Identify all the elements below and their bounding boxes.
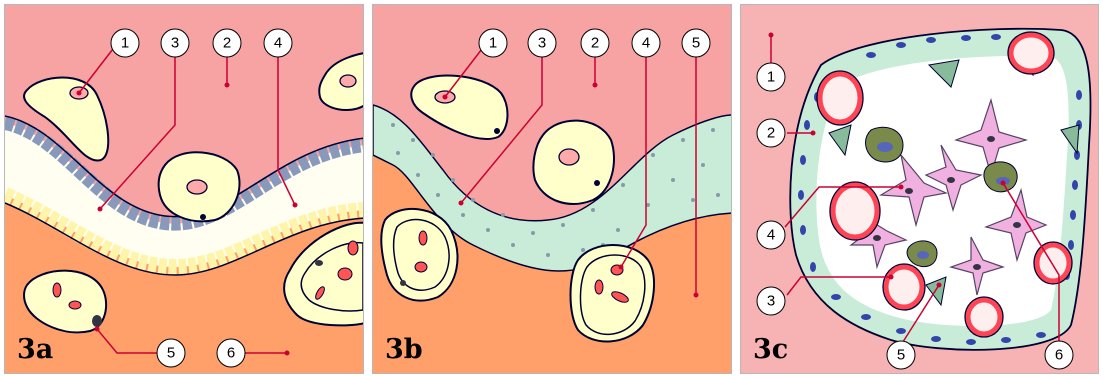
svg-text:3: 3: [767, 293, 775, 310]
callout-4: 4: [264, 29, 292, 57]
callout-6: 6: [1045, 341, 1073, 369]
callout-1: 1: [111, 29, 139, 57]
svg-text:1: 1: [767, 69, 775, 86]
panel-label-3a: 3a: [17, 334, 53, 365]
callout-3: 3: [757, 287, 785, 315]
callout-6: 6: [217, 339, 245, 367]
svg-text:1: 1: [121, 35, 129, 52]
callout-5: 5: [157, 339, 185, 367]
callout-3: 3: [528, 29, 556, 57]
svg-text:5: 5: [897, 347, 905, 364]
cell-center: [533, 121, 614, 204]
callout-4: 4: [632, 29, 660, 57]
cell-center: [159, 152, 240, 221]
svg-text:6: 6: [1055, 347, 1063, 364]
svg-text:1: 1: [489, 35, 497, 52]
panel-3a: 1 3 2 4 5 6 3a: [4, 4, 364, 374]
svg-text:4: 4: [642, 35, 650, 52]
panel-3a-illustration: 1 3 2 4 5 6: [5, 5, 364, 374]
callout-2: 2: [581, 29, 609, 57]
svg-text:4: 4: [274, 35, 282, 52]
svg-text:2: 2: [767, 125, 775, 142]
callout-5: 5: [682, 29, 710, 57]
panel-3b-illustration: 1 3 2 4 5: [373, 5, 732, 374]
panel-3b: 1 3 2 4 5 3b: [372, 4, 732, 374]
svg-text:3: 3: [538, 35, 546, 52]
callout-3: 3: [161, 29, 189, 57]
svg-text:2: 2: [591, 35, 599, 52]
callout-2: 2: [757, 119, 785, 147]
callout-2: 2: [213, 29, 241, 57]
svg-text:3: 3: [171, 35, 179, 52]
callout-5: 5: [887, 341, 915, 369]
callout-1: 1: [479, 29, 507, 57]
panel-3c-illustration: 1 2 4 3 5 6: [741, 5, 1099, 374]
svg-text:2: 2: [223, 35, 231, 52]
svg-text:6: 6: [227, 345, 235, 362]
callout-4: 4: [757, 221, 785, 249]
callout-1: 1: [757, 63, 785, 91]
svg-text:4: 4: [767, 227, 775, 244]
panel-label-3b: 3b: [385, 334, 423, 365]
vessel-left: [381, 209, 457, 301]
svg-text:5: 5: [167, 345, 175, 362]
panel-label-3c: 3c: [753, 334, 788, 365]
vessel-right: [571, 245, 655, 341]
svg-text:5: 5: [692, 35, 700, 52]
panel-3c: 1 2 4 3 5 6 3c: [740, 4, 1099, 374]
